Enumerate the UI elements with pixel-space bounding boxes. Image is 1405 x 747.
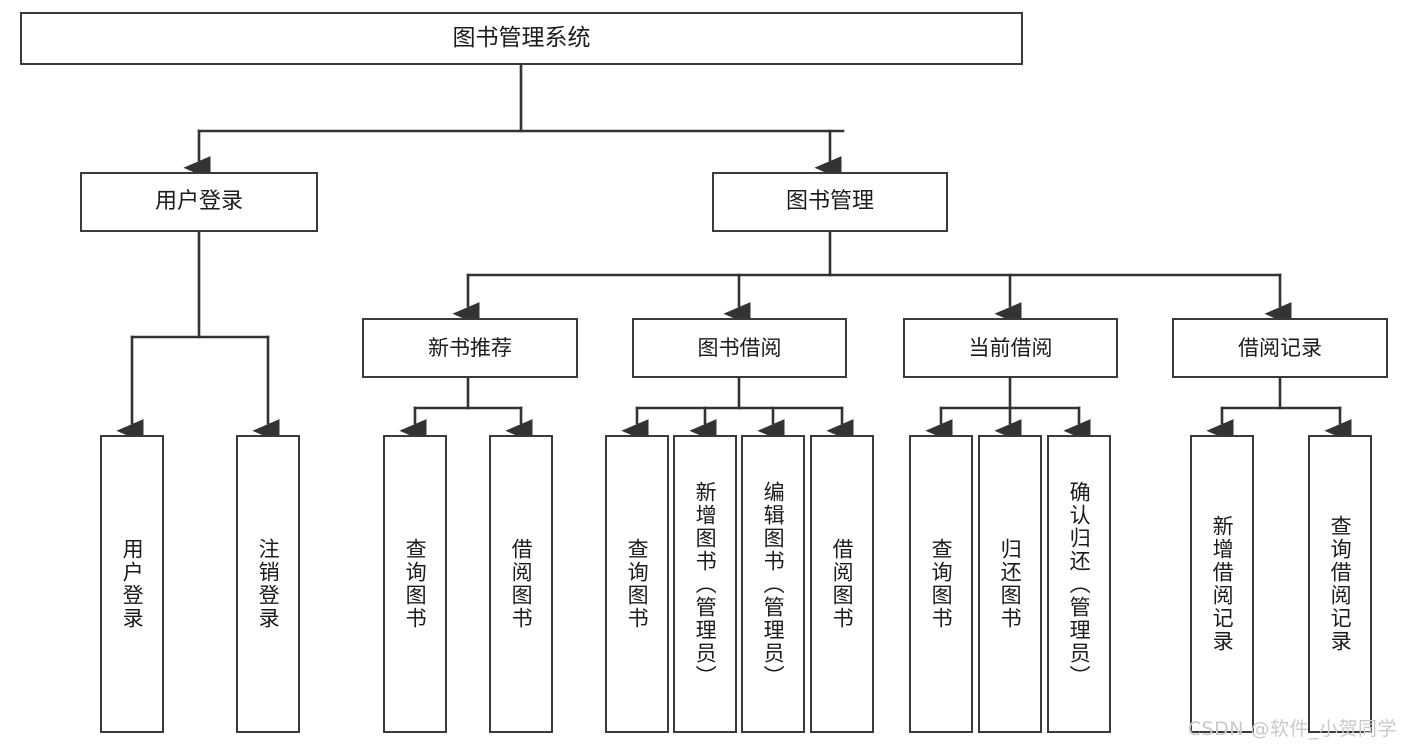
leaf-query-book-current[interactable]: 查询图书 bbox=[909, 435, 973, 733]
leaf-borrow-book-newbook[interactable]: 借阅图书 bbox=[489, 435, 553, 733]
node-label: 当前借阅 bbox=[968, 335, 1053, 360]
node-label: 新增图书（管理员） bbox=[693, 480, 718, 688]
node-label: 图书借阅 bbox=[697, 335, 782, 360]
node-label: 图书管理 bbox=[785, 189, 874, 215]
node-label: 查询图书 bbox=[625, 538, 650, 630]
node-new-book-recommend[interactable]: 新书推荐 bbox=[362, 318, 578, 378]
leaf-edit-book-admin[interactable]: 编辑图书（管理员） bbox=[741, 435, 805, 733]
node-label: 图书管理系统 bbox=[452, 25, 591, 52]
node-book-borrow[interactable]: 图书借阅 bbox=[632, 318, 847, 378]
node-label: 借阅图书 bbox=[830, 538, 855, 630]
node-label: 新书推荐 bbox=[428, 335, 512, 360]
node-current-borrow[interactable]: 当前借阅 bbox=[903, 318, 1118, 378]
node-label: 用户登录 bbox=[154, 189, 243, 215]
leaf-query-book-borrow[interactable]: 查询图书 bbox=[605, 435, 669, 733]
node-label: 注销登录 bbox=[256, 538, 281, 630]
node-label: 编辑图书（管理员） bbox=[761, 480, 786, 688]
node-label: 确认归还（管理员） bbox=[1067, 480, 1092, 688]
leaf-query-book-newbook[interactable]: 查询图书 bbox=[383, 435, 447, 733]
node-label: 查询图书 bbox=[403, 538, 428, 630]
leaf-add-borrow-record[interactable]: 新增借阅记录 bbox=[1190, 435, 1254, 733]
node-borrow-record[interactable]: 借阅记录 bbox=[1172, 318, 1388, 378]
leaf-query-borrow-record[interactable]: 查询借阅记录 bbox=[1308, 435, 1372, 733]
node-label: 查询借阅记录 bbox=[1328, 515, 1353, 653]
node-label: 归还图书 bbox=[998, 538, 1023, 630]
node-label: 借阅图书 bbox=[509, 538, 534, 630]
leaf-return-book[interactable]: 归还图书 bbox=[978, 435, 1042, 733]
node-label: 查询图书 bbox=[929, 538, 954, 630]
node-label: 新增借阅记录 bbox=[1210, 515, 1235, 653]
node-book-management[interactable]: 图书管理 bbox=[712, 172, 948, 232]
node-label: 用户登录 bbox=[120, 538, 145, 630]
node-root-system[interactable]: 图书管理系统 bbox=[20, 12, 1023, 65]
node-user-login[interactable]: 用户登录 bbox=[80, 172, 318, 232]
leaf-add-book-admin[interactable]: 新增图书（管理员） bbox=[673, 435, 737, 733]
leaf-borrow-book[interactable]: 借阅图书 bbox=[810, 435, 874, 733]
node-label: 借阅记录 bbox=[1238, 335, 1322, 360]
leaf-confirm-return-admin[interactable]: 确认归还（管理员） bbox=[1047, 435, 1111, 733]
leaf-user-login[interactable]: 用户登录 bbox=[100, 435, 164, 733]
leaf-logout[interactable]: 注销登录 bbox=[236, 435, 300, 733]
